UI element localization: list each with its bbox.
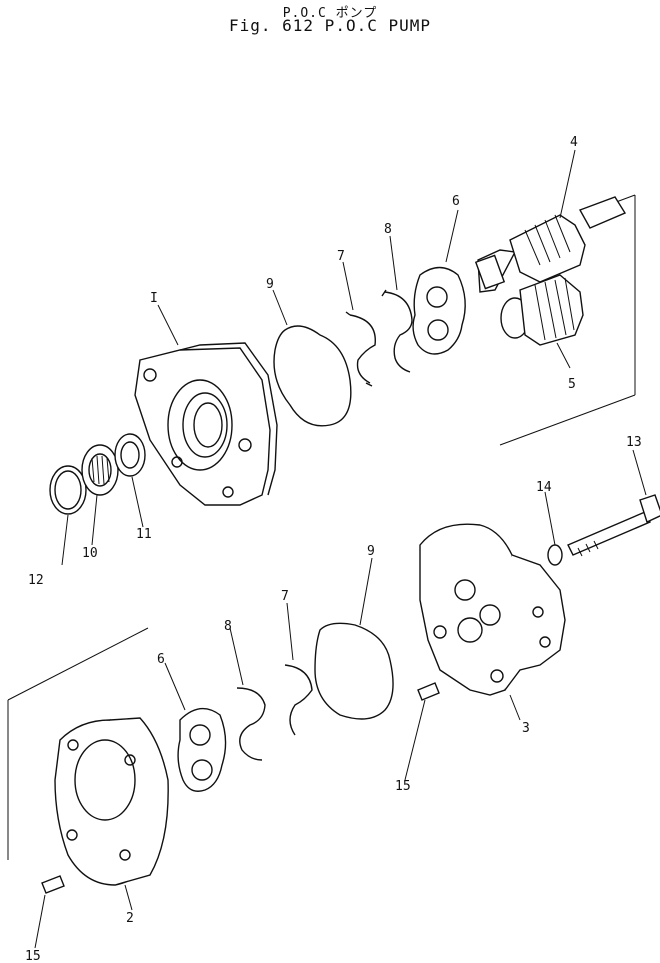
backup-ring-part — [236, 687, 266, 761]
backup-ring-part — [384, 291, 413, 373]
callout-4: 4 — [570, 135, 578, 150]
seal-part — [114, 433, 146, 477]
snap-ring-part — [49, 465, 87, 515]
rear-cover-part — [419, 523, 566, 696]
wire-seal-part — [284, 664, 313, 736]
callout-9: 9 — [367, 544, 375, 559]
wire-seal-part — [349, 314, 376, 384]
callout-14: 14 — [536, 480, 552, 495]
callout-5: 5 — [568, 377, 576, 392]
callout-7: 7 — [337, 249, 345, 264]
gear-housing-part — [54, 717, 169, 886]
callout-1: I — [150, 291, 158, 306]
callout-15: 15 — [25, 949, 41, 963]
callout-6: 6 — [452, 194, 460, 209]
driven-gear-part — [500, 274, 584, 346]
assembly-bracket-line — [7, 627, 149, 701]
wire-seal-end — [345, 311, 373, 387]
figure-title: Fig. 612 P.O.C PUMP — [228, 16, 432, 35]
gasket-part — [273, 325, 352, 427]
callout-3: 3 — [522, 721, 530, 736]
bolt-part — [567, 494, 660, 557]
backup-ring-end — [381, 289, 387, 297]
callout-13: 13 — [626, 435, 642, 450]
gasket-part — [314, 622, 394, 720]
callout-10: 10 — [82, 546, 98, 561]
dowel-pin-part — [41, 875, 65, 894]
callout-7: 7 — [281, 589, 289, 604]
callout-12: 12 — [28, 573, 44, 588]
callout-15: 15 — [395, 779, 411, 794]
assembly-bracket-line — [499, 394, 636, 446]
callout-8: 8 — [224, 619, 232, 634]
washer-part — [547, 544, 563, 566]
callout-11: 11 — [136, 527, 152, 542]
side-plate-part — [177, 707, 227, 792]
callout-2: 2 — [126, 911, 134, 926]
callout-9: 9 — [266, 277, 274, 292]
dowel-pin-part — [417, 682, 440, 701]
drive-gear-part — [474, 196, 627, 293]
side-plate-part — [412, 266, 466, 355]
figure-subtitle: P.O.C ポンプ — [282, 6, 378, 21]
front-housing-part — [134, 342, 278, 506]
callout-6: 6 — [157, 652, 165, 667]
callout-8: 8 — [384, 222, 392, 237]
bearing-part — [81, 444, 119, 496]
leader-lines — [34, 149, 647, 949]
